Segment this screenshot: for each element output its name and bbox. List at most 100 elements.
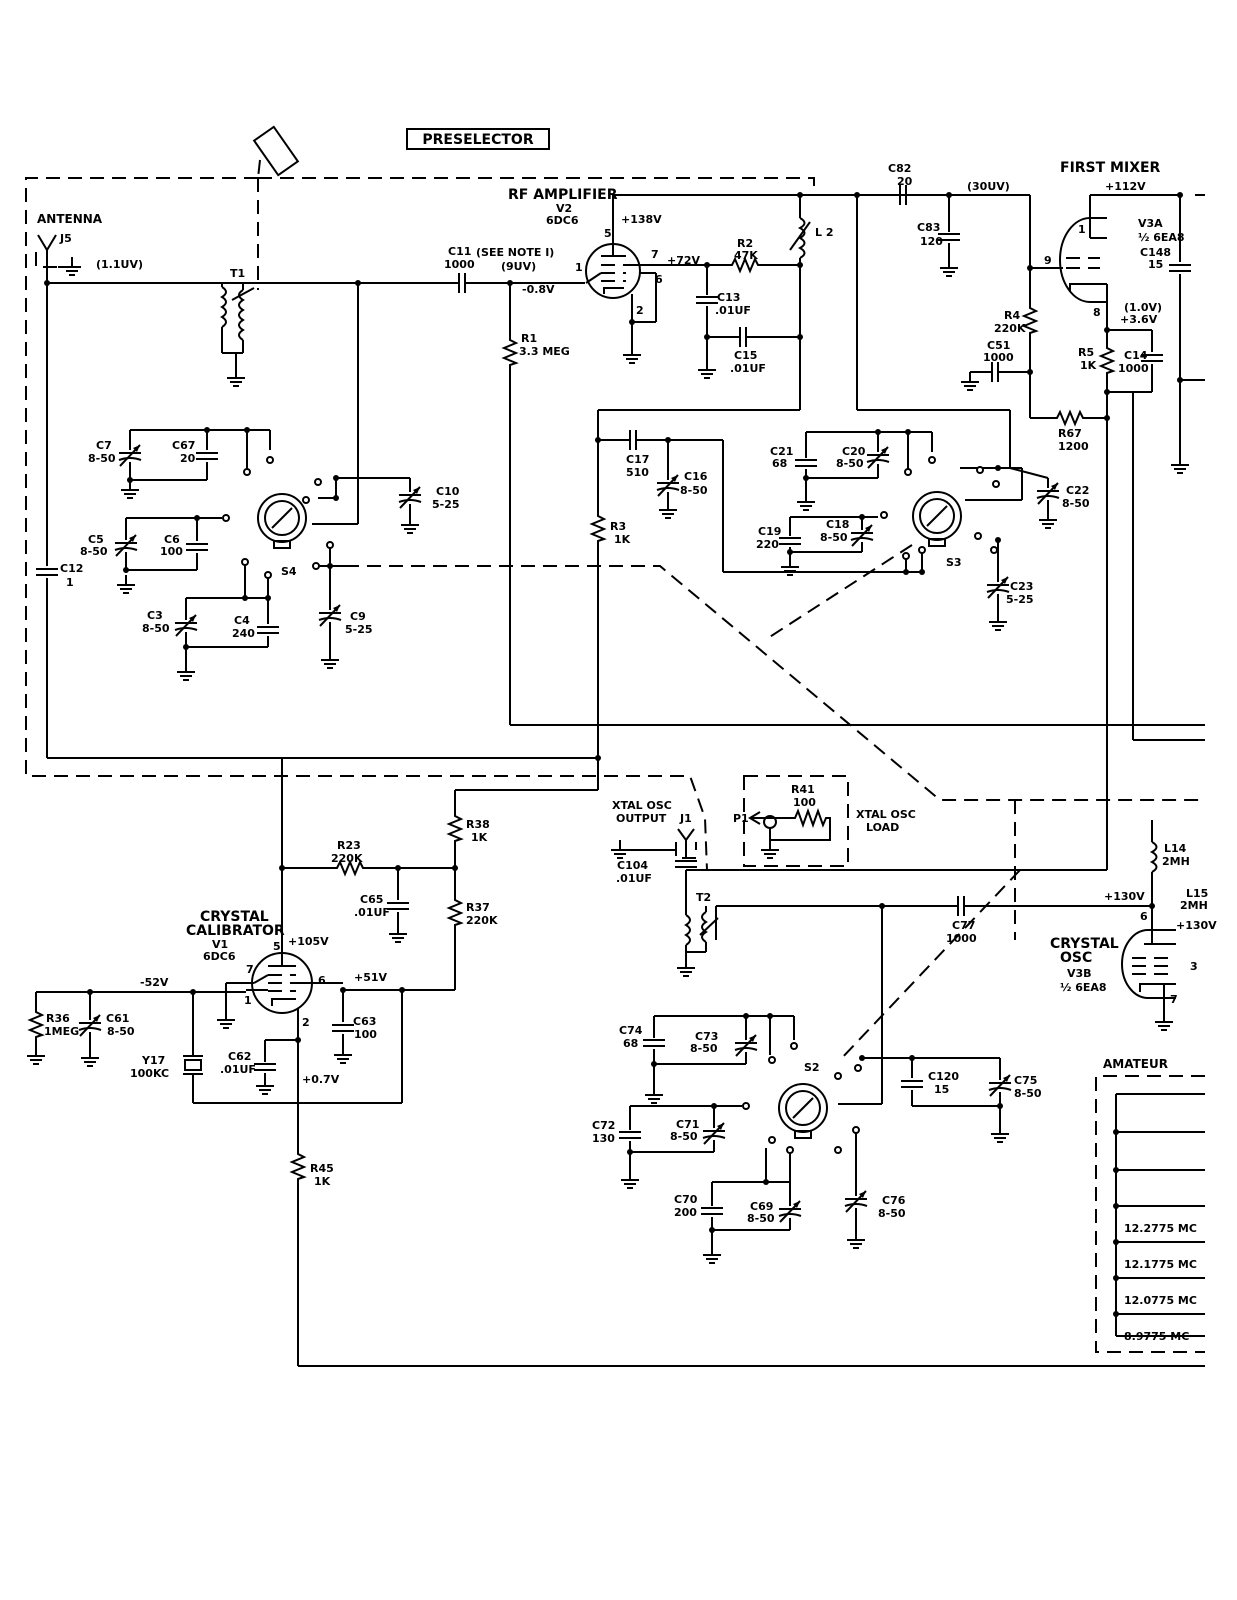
tube-v3b-crystal-osc: CRYSTAL OSC V3B ½ 6EA8 6 7 3: [1050, 906, 1198, 1031]
svg-text:100: 100: [354, 1028, 377, 1041]
cap-c21: [794, 459, 818, 467]
cap-c77: [957, 895, 965, 917]
svg-text:8: 8: [1093, 306, 1101, 319]
svg-text:RF AMPLIFIER: RF AMPLIFIER: [508, 187, 618, 203]
svg-text:C15: C15: [734, 349, 757, 362]
cap-c148: [1168, 264, 1192, 272]
svg-text:+138V: +138V: [621, 213, 662, 226]
svg-text:1: 1: [1078, 223, 1086, 236]
svg-text:2MH: 2MH: [1162, 855, 1190, 868]
svg-text:510: 510: [626, 466, 649, 479]
svg-text:20: 20: [897, 175, 913, 188]
svg-text:+130V: +130V: [1176, 919, 1217, 932]
cap-c13: [695, 296, 719, 304]
svg-text:V2: V2: [556, 202, 572, 215]
cap-c67: [195, 452, 219, 460]
svg-text:220K: 220K: [331, 852, 363, 865]
svg-text:Y17: Y17: [141, 1054, 165, 1067]
svg-text:CALIBRATOR: CALIBRATOR: [186, 923, 285, 939]
cap-c17: [629, 429, 637, 451]
tube-v2-rf-amplifier: RF AMPLIFIER V2 6DC6 +138V 5 1 7 6 2: [508, 187, 663, 364]
svg-text:C6: C6: [164, 533, 180, 546]
svg-text:.01UF: .01UF: [715, 304, 751, 317]
inductor-l2: L 2: [789, 195, 834, 410]
svg-text:47K: 47K: [734, 249, 758, 262]
svg-text:.01UF: .01UF: [616, 872, 652, 885]
svg-text:J1: J1: [679, 812, 692, 825]
svg-text:C75: C75: [1014, 1074, 1037, 1087]
svg-text:C20: C20: [842, 445, 866, 458]
gang-linkage-s4-s3: [345, 565, 1205, 801]
antenna-j5: ANTENNA J5 (1.1UV): [35, 212, 143, 283]
svg-text:3.3 MEG: 3.3 MEG: [519, 345, 570, 358]
inductor-l14: L14 2MH: [1149, 820, 1190, 906]
svg-text:130: 130: [592, 1132, 615, 1145]
cap-c70: [700, 1207, 724, 1215]
svg-text:8-50: 8-50: [690, 1042, 718, 1055]
svg-text:240: 240: [232, 627, 255, 640]
svg-text:1: 1: [66, 576, 74, 589]
cap-c12: [35, 568, 59, 576]
svg-text:L15: L15: [1186, 887, 1208, 900]
svg-text:C71: C71: [676, 1118, 699, 1131]
svg-text:8-50: 8-50: [680, 484, 708, 497]
svg-text:R1: R1: [521, 332, 537, 345]
svg-text:V1: V1: [212, 938, 228, 951]
svg-text:+130V: +130V: [1104, 890, 1145, 903]
svg-text:T1: T1: [230, 267, 245, 280]
svg-text:R5: R5: [1078, 346, 1094, 359]
svg-text:C5: C5: [88, 533, 104, 546]
svg-text:S4: S4: [281, 565, 297, 578]
svg-text:8-50: 8-50: [1014, 1087, 1042, 1100]
svg-text:1000: 1000: [444, 258, 475, 271]
svg-text:7: 7: [1170, 993, 1178, 1006]
svg-text:6DC6: 6DC6: [546, 214, 579, 227]
svg-text:XTAL OSC: XTAL OSC: [856, 808, 916, 821]
svg-text:OUTPUT: OUTPUT: [616, 812, 667, 825]
svg-text:C76: C76: [882, 1194, 906, 1207]
tuning-knob-icon: [252, 125, 300, 179]
svg-text:6DC6: 6DC6: [203, 950, 236, 963]
svg-text:S3: S3: [946, 556, 962, 569]
svg-text:R4: R4: [1004, 309, 1020, 322]
svg-text:C69: C69: [750, 1200, 773, 1213]
svg-text:XTAL OSC: XTAL OSC: [612, 799, 672, 812]
cap-c120: [900, 1080, 924, 1088]
svg-text:R2: R2: [737, 237, 753, 250]
svg-text:20: 20: [180, 452, 196, 465]
svg-text:C10: C10: [436, 485, 460, 498]
resistor-r67: [1051, 411, 1089, 425]
svg-text:AMATEUR: AMATEUR: [1103, 1057, 1168, 1071]
svg-text:-52V: -52V: [140, 976, 169, 989]
svg-text:C82: C82: [888, 162, 911, 175]
crystal-y17: Y17 100KC: [130, 992, 203, 1103]
svg-text:C70: C70: [674, 1193, 698, 1206]
amateur-crystal-1: 12.2775 MC: [1124, 1222, 1197, 1235]
svg-text:½ 6EA8: ½ 6EA8: [1060, 981, 1107, 994]
preselector-enclosure: [25, 177, 815, 871]
svg-text:100KC: 100KC: [130, 1067, 169, 1080]
cap-c63: [331, 1024, 355, 1032]
svg-text:68: 68: [772, 457, 787, 470]
svg-text:R45: R45: [310, 1162, 334, 1175]
svg-text:1000: 1000: [946, 932, 977, 945]
svg-text:7: 7: [651, 248, 659, 261]
svg-text:220: 220: [756, 538, 779, 551]
svg-text:C67: C67: [172, 439, 195, 452]
xtal-osc-load: P1 R41 100 XTAL OSC LOAD: [733, 775, 916, 867]
svg-text:C18: C18: [826, 518, 849, 531]
svg-text:(30UV): (30UV): [967, 180, 1010, 193]
svg-text:(SEE NOTE I): (SEE NOTE I): [476, 246, 554, 259]
svg-text:R38: R38: [466, 818, 490, 831]
svg-text:8-50: 8-50: [820, 531, 848, 544]
svg-text:C11: C11: [448, 245, 471, 258]
svg-text:5: 5: [604, 227, 612, 240]
svg-text:100: 100: [160, 545, 183, 558]
svg-text:C9: C9: [350, 610, 366, 623]
svg-text:C77: C77: [952, 919, 975, 932]
svg-text:C16: C16: [684, 470, 708, 483]
amateur-crystal-bank: AMATEUR 12.2775 MC 12.1775 MC 12.0775 MC…: [1095, 1057, 1205, 1353]
cap-c11: [458, 272, 466, 294]
preselector-title: PRESELECTOR: [406, 128, 550, 150]
